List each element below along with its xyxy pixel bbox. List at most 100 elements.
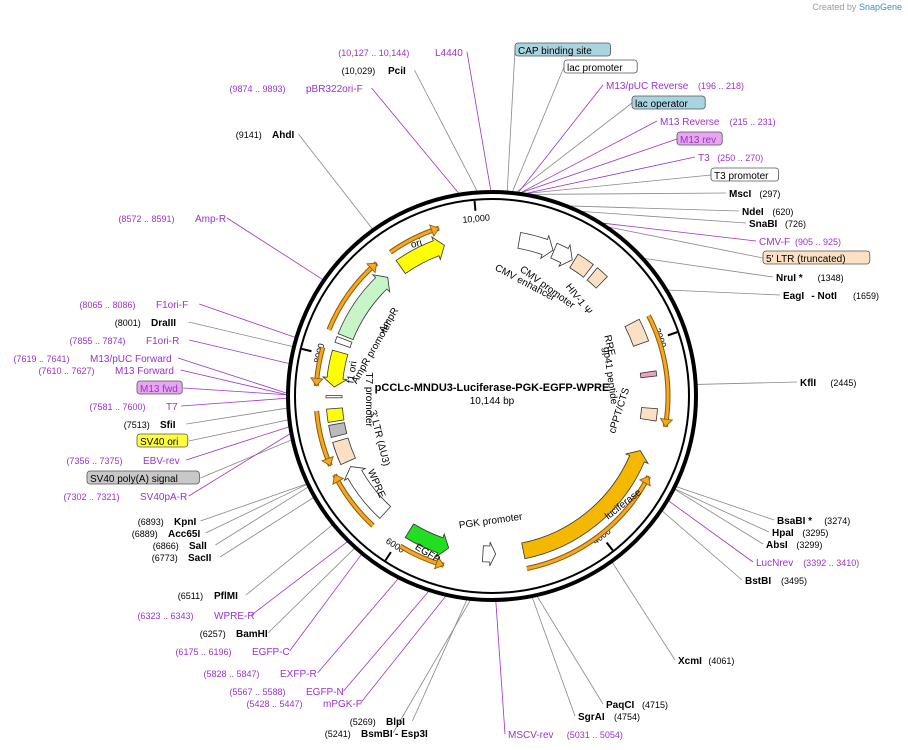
site-label-ebv-rev[interactable]: (7356 .. 7375)EBV-rev <box>66 456 179 467</box>
site-label-wpre-r[interactable]: (6323 .. 6343)WPRE-R <box>137 611 254 622</box>
site-label-sacii[interactable]: (6773)SacII <box>152 553 212 564</box>
site-label-l4440[interactable]: (10,127 .. 10,144)L4440 <box>338 48 463 59</box>
site-label-eagi[interactable]: EagI- NotI(1659) <box>783 291 879 302</box>
feature-5-ltr-truncated[interactable] <box>569 253 594 278</box>
direction-arc <box>647 314 670 428</box>
site-label-sv40-poly-a-signal[interactable]: SV40 poly(A) signal <box>86 470 200 485</box>
feature-luciferase[interactable] <box>521 450 650 560</box>
site-coord: (5031 .. 5054) <box>567 730 623 740</box>
site-label-bstbi[interactable]: BstBI(3495) <box>745 576 807 587</box>
feature-pgk-promoter[interactable] <box>482 541 497 567</box>
site-label-exfp-r[interactable]: (5828 .. 5847)EXFP-R <box>203 669 316 680</box>
site-name: SnaBI <box>749 219 778 230</box>
site-label-m13-puc-forward[interactable]: (7619 .. 7641)M13/pUC Forward <box>13 354 171 365</box>
site-label-m13-forward[interactable]: (7610 .. 7627)M13 Forward <box>38 366 173 377</box>
site-label-kpni[interactable]: (6893)KpnI <box>138 517 197 528</box>
site-coord: (726) <box>785 219 806 229</box>
leader-line <box>189 339 290 365</box>
feature-wpre[interactable] <box>343 466 392 519</box>
feature-ori[interactable] <box>395 235 445 275</box>
site-coord: (6511) <box>178 591 203 601</box>
site-label-egfp-c[interactable]: (6175 .. 6196)EGFP-C <box>175 647 289 658</box>
site-coord: (3299) <box>796 540 822 550</box>
site-name: T3 promoter <box>714 171 769 182</box>
feature-t7-promoter[interactable] <box>325 395 343 399</box>
leader-line <box>414 69 478 192</box>
site-name: PciI <box>388 66 406 77</box>
feature-egfp[interactable] <box>404 523 450 558</box>
site-label-bsmbi[interactable]: (5241)BsmBI- Esp3I <box>325 729 428 740</box>
feature-f1-ori[interactable] <box>321 349 349 388</box>
site-name: SgrAI <box>578 712 605 723</box>
site-label-hpai[interactable]: HpaI(3295) <box>772 528 828 539</box>
site-label-m13-reverse[interactable]: M13 Reverse(215 .. 231) <box>660 117 776 128</box>
leader-line <box>298 133 373 230</box>
direction-arrowhead <box>332 474 345 486</box>
site-label-lucnrev[interactable]: LucNrev(3392 .. 3410) <box>756 558 859 569</box>
site-label-t7[interactable]: (7581 .. 7600)T7 <box>89 402 178 413</box>
features <box>321 232 658 567</box>
site-label-bsabi[interactable]: BsaBI *(3274) <box>777 516 850 527</box>
site-label-draiii[interactable]: (8001)DraIII <box>115 318 176 329</box>
site-label-lac-operator[interactable]: lac operator <box>631 95 706 110</box>
feature-3-ltr-u3[interactable] <box>332 437 356 466</box>
site-label-5-ltr-truncated[interactable]: 5' LTR (truncated) <box>762 250 871 265</box>
site-label-blpi[interactable]: (5269)BlpI <box>350 717 405 728</box>
site-label-egfp-n[interactable]: (5567 .. 5588)EGFP-N <box>229 687 343 698</box>
site-label-lac-promoter[interactable]: lac promoter <box>563 59 638 74</box>
feature-ampr[interactable] <box>337 274 391 341</box>
site-label-sv40pa-r[interactable]: (7302 .. 7321)SV40pA-R <box>63 492 187 503</box>
site-label-mscv-rev[interactable]: MSCV-rev(5031 .. 5054) <box>508 730 623 741</box>
site-label-kfli[interactable]: KflI(2445) <box>800 378 856 389</box>
site-label-m13-fwd[interactable]: M13 fwd <box>136 380 183 395</box>
site-label-mpgk-f[interactable]: (5428 .. 5447)mPGK-F <box>246 699 361 710</box>
site-label-bamhi[interactable]: (6257)BamHI <box>200 629 268 640</box>
site-label-sfii[interactable]: (7513)SfiI <box>124 420 176 431</box>
site-label-m13-puc-reverse[interactable]: M13/pUC Reverse(196 .. 218) <box>606 81 744 92</box>
site-name: SalI <box>189 541 207 552</box>
site-label-absi[interactable]: AbsI (3299) <box>766 540 822 551</box>
site-label-pcii[interactable]: (10,029)PciI <box>342 66 406 77</box>
site-label-t3-promoter[interactable]: T3 promoter <box>710 167 779 182</box>
site-name: AbsI <box>766 540 788 551</box>
feature-ampr-promoter[interactable] <box>334 335 353 348</box>
site-label-sgrai[interactable]: SgrAI (4754) <box>578 712 640 723</box>
site-coord: (8001) <box>115 318 141 328</box>
site-label-snabi[interactable]: SnaBI (726) <box>749 219 806 230</box>
feature-cmv-enhancer[interactable] <box>517 232 554 260</box>
site-coord: (3274) <box>824 516 850 526</box>
site-label-f1ori-f[interactable]: (8065 .. 8086)F1ori-F <box>79 300 188 311</box>
site-label-m13-rev[interactable]: M13 rev <box>676 131 723 146</box>
site-label-pbr322ori-f[interactable]: (9874 .. 9893)pBR322ori-F <box>229 84 362 95</box>
feature-hiv-1[interactable] <box>586 267 608 289</box>
site-name: NdeI <box>742 207 764 218</box>
feature-sv40-poly-a-signal[interactable] <box>328 422 348 438</box>
leader-line <box>667 289 781 296</box>
site-label-ahdi[interactable]: (9141)AhdI <box>236 130 295 141</box>
site-label-nrui[interactable]: NruI *(1348) <box>776 273 844 284</box>
site-coord: (4754) <box>614 712 640 722</box>
site-label-t3[interactable]: T3(250 .. 270) <box>698 153 763 164</box>
site-coord: (1348) <box>818 273 844 283</box>
feature-rre[interactable] <box>624 318 650 347</box>
site-label-sv40-ori[interactable]: SV40 ori <box>136 433 189 448</box>
feature-gp41-peptide[interactable] <box>639 370 658 379</box>
feature-cmv-promoter[interactable] <box>550 242 573 268</box>
site-label-paqci[interactable]: PaqCI(4715) <box>606 700 668 711</box>
site-label-ndei[interactable]: NdeI(620) <box>742 207 793 218</box>
site-label-f1ori-r[interactable]: (7855 .. 7874)F1ori-R <box>69 336 179 347</box>
backbone-outer <box>286 190 698 602</box>
site-label-sali[interactable]: (6866)SalI <box>153 541 207 552</box>
site-label-pflmi[interactable]: (6511)PflMI <box>178 591 238 602</box>
feature-cppt-cts[interactable] <box>639 407 658 422</box>
feature-sv40-ori[interactable] <box>326 407 345 423</box>
site-label-acc65i[interactable]: (6889)Acc65I <box>132 529 201 540</box>
site-label-cap-binding-site[interactable]: CAP binding site <box>514 42 611 57</box>
plasmid-name: pCCLc-MNDU3-Luciferase-PGK-EGFP-WPRE <box>375 382 610 394</box>
site-label-msci[interactable]: MscI(297) <box>729 189 780 200</box>
leader-line <box>219 497 315 558</box>
site-label-xcmi[interactable]: XcmI(4061) <box>678 656 734 667</box>
site-label-amp-r[interactable]: (8572 .. 8591)Amp-R <box>118 214 226 225</box>
site-name: lac operator <box>635 99 688 110</box>
site-label-cmv-f[interactable]: CMV-F(905 .. 925) <box>759 237 841 248</box>
